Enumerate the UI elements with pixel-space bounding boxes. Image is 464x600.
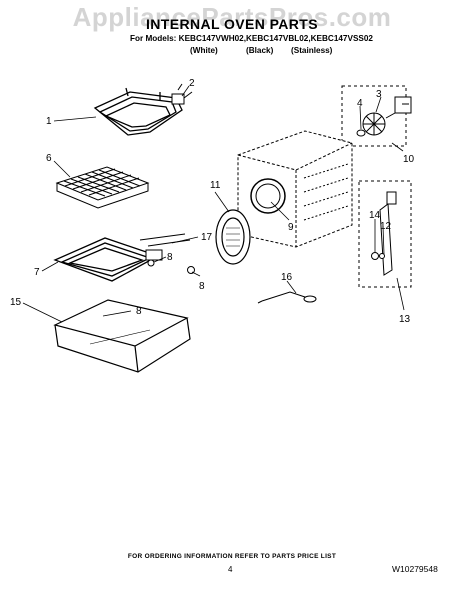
callout-12: 12: [380, 221, 392, 232]
bake-element-part: [53, 233, 191, 282]
finish-stainless: (Stainless): [291, 46, 333, 55]
callout-1: 1: [46, 116, 52, 127]
callout-9: 9: [288, 222, 294, 233]
models-line: For Models: KEBC147VWH02,KEBC147VBL02,KE…: [130, 34, 373, 43]
finish-black: (Black): [246, 46, 274, 55]
callout-15: 15: [10, 297, 22, 308]
callout-8a: 8: [167, 252, 173, 263]
callout-leaders: [22, 85, 405, 323]
ordering-note: FOR ORDERING INFORMATION REFER TO PARTS …: [127, 553, 337, 560]
callout-labels: 1 2 3 4 6 7 8 8 8 9 10 11 12 13 14 15 16…: [10, 78, 415, 325]
fan-cover-part: [215, 209, 251, 265]
callout-7: 7: [34, 267, 40, 278]
callout-14: 14: [369, 210, 381, 221]
callout-13: 13: [399, 314, 411, 325]
callout-8b: 8: [199, 281, 205, 292]
callout-17: 17: [201, 232, 213, 243]
document-number: W10279548: [392, 564, 438, 574]
watermark: AppliancePartsPros.com: [72, 2, 392, 32]
broil-element-part: [93, 87, 183, 136]
callout-2: 2: [189, 78, 195, 89]
broiler-pan-part: [53, 299, 191, 373]
page-number: 4: [228, 565, 233, 574]
temperature-probe-part: [358, 180, 412, 288]
callout-3: 3: [376, 89, 382, 100]
callout-8c: 8: [136, 306, 142, 317]
convection-fan-assembly: [341, 85, 412, 147]
callout-6: 6: [46, 153, 52, 164]
oven-cavity-part: [237, 130, 353, 248]
oven-rack-part: [55, 166, 150, 209]
sensor-part: [257, 291, 317, 304]
callout-16: 16: [281, 272, 293, 283]
callout-4: 4: [357, 98, 363, 109]
callout-11: 11: [210, 180, 221, 191]
page-title: INTERNAL OVEN PARTS: [146, 16, 318, 32]
finish-white: (White): [190, 46, 218, 55]
terminal-bracket-part: [171, 83, 193, 105]
callout-10: 10: [403, 154, 415, 165]
